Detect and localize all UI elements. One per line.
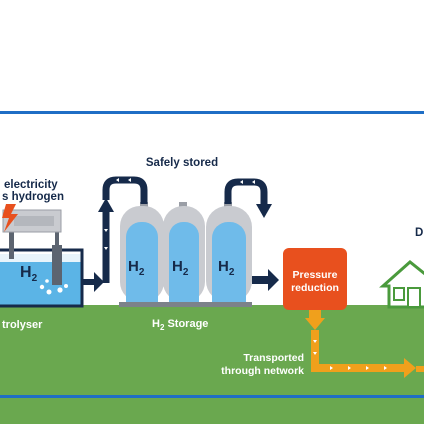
pipe-arrowhead-down-right <box>256 204 272 218</box>
electrode-right <box>52 245 62 285</box>
pipe-arrowhead-up-left <box>98 198 114 212</box>
electrode-left <box>9 229 14 259</box>
tank-1-label: H2 <box>128 258 145 278</box>
network-pipe <box>305 310 416 378</box>
transported-label-line2: through network <box>221 365 304 377</box>
lightning-icon <box>2 204 18 232</box>
transported-label-line1: Transported <box>243 352 304 364</box>
tank-2 <box>163 202 205 302</box>
tank-3 <box>206 202 252 302</box>
flow-arrow-to-pressure <box>252 269 279 291</box>
electrolyser <box>0 204 84 308</box>
pressure-label-line2: reduction <box>291 282 339 294</box>
tank-3-label: H2 <box>218 258 235 278</box>
electricity-label-line1: electricity <box>4 179 58 191</box>
storage-tanks <box>119 202 252 307</box>
electrolyser-h2-symbol: H2 <box>20 264 38 284</box>
storage-label: H2 Storage <box>152 318 208 332</box>
safely-stored-label: Safely stored <box>146 157 218 169</box>
electrolyser-label: trolyser <box>2 319 43 331</box>
pressure-label-line1: Pressure <box>293 269 338 281</box>
tank-1 <box>120 202 164 302</box>
flow-arrow-to-storage <box>82 272 104 292</box>
electricity-label-line2: s hydrogen <box>2 191 64 203</box>
right-cut-label: D <box>415 227 423 239</box>
bottom-divider <box>0 395 424 398</box>
top-divider <box>0 111 424 114</box>
tank-2-label: H2 <box>172 258 189 278</box>
pressure-reduction-box <box>283 248 347 310</box>
house-icon <box>379 260 424 309</box>
pipe-loop-right <box>224 178 268 206</box>
